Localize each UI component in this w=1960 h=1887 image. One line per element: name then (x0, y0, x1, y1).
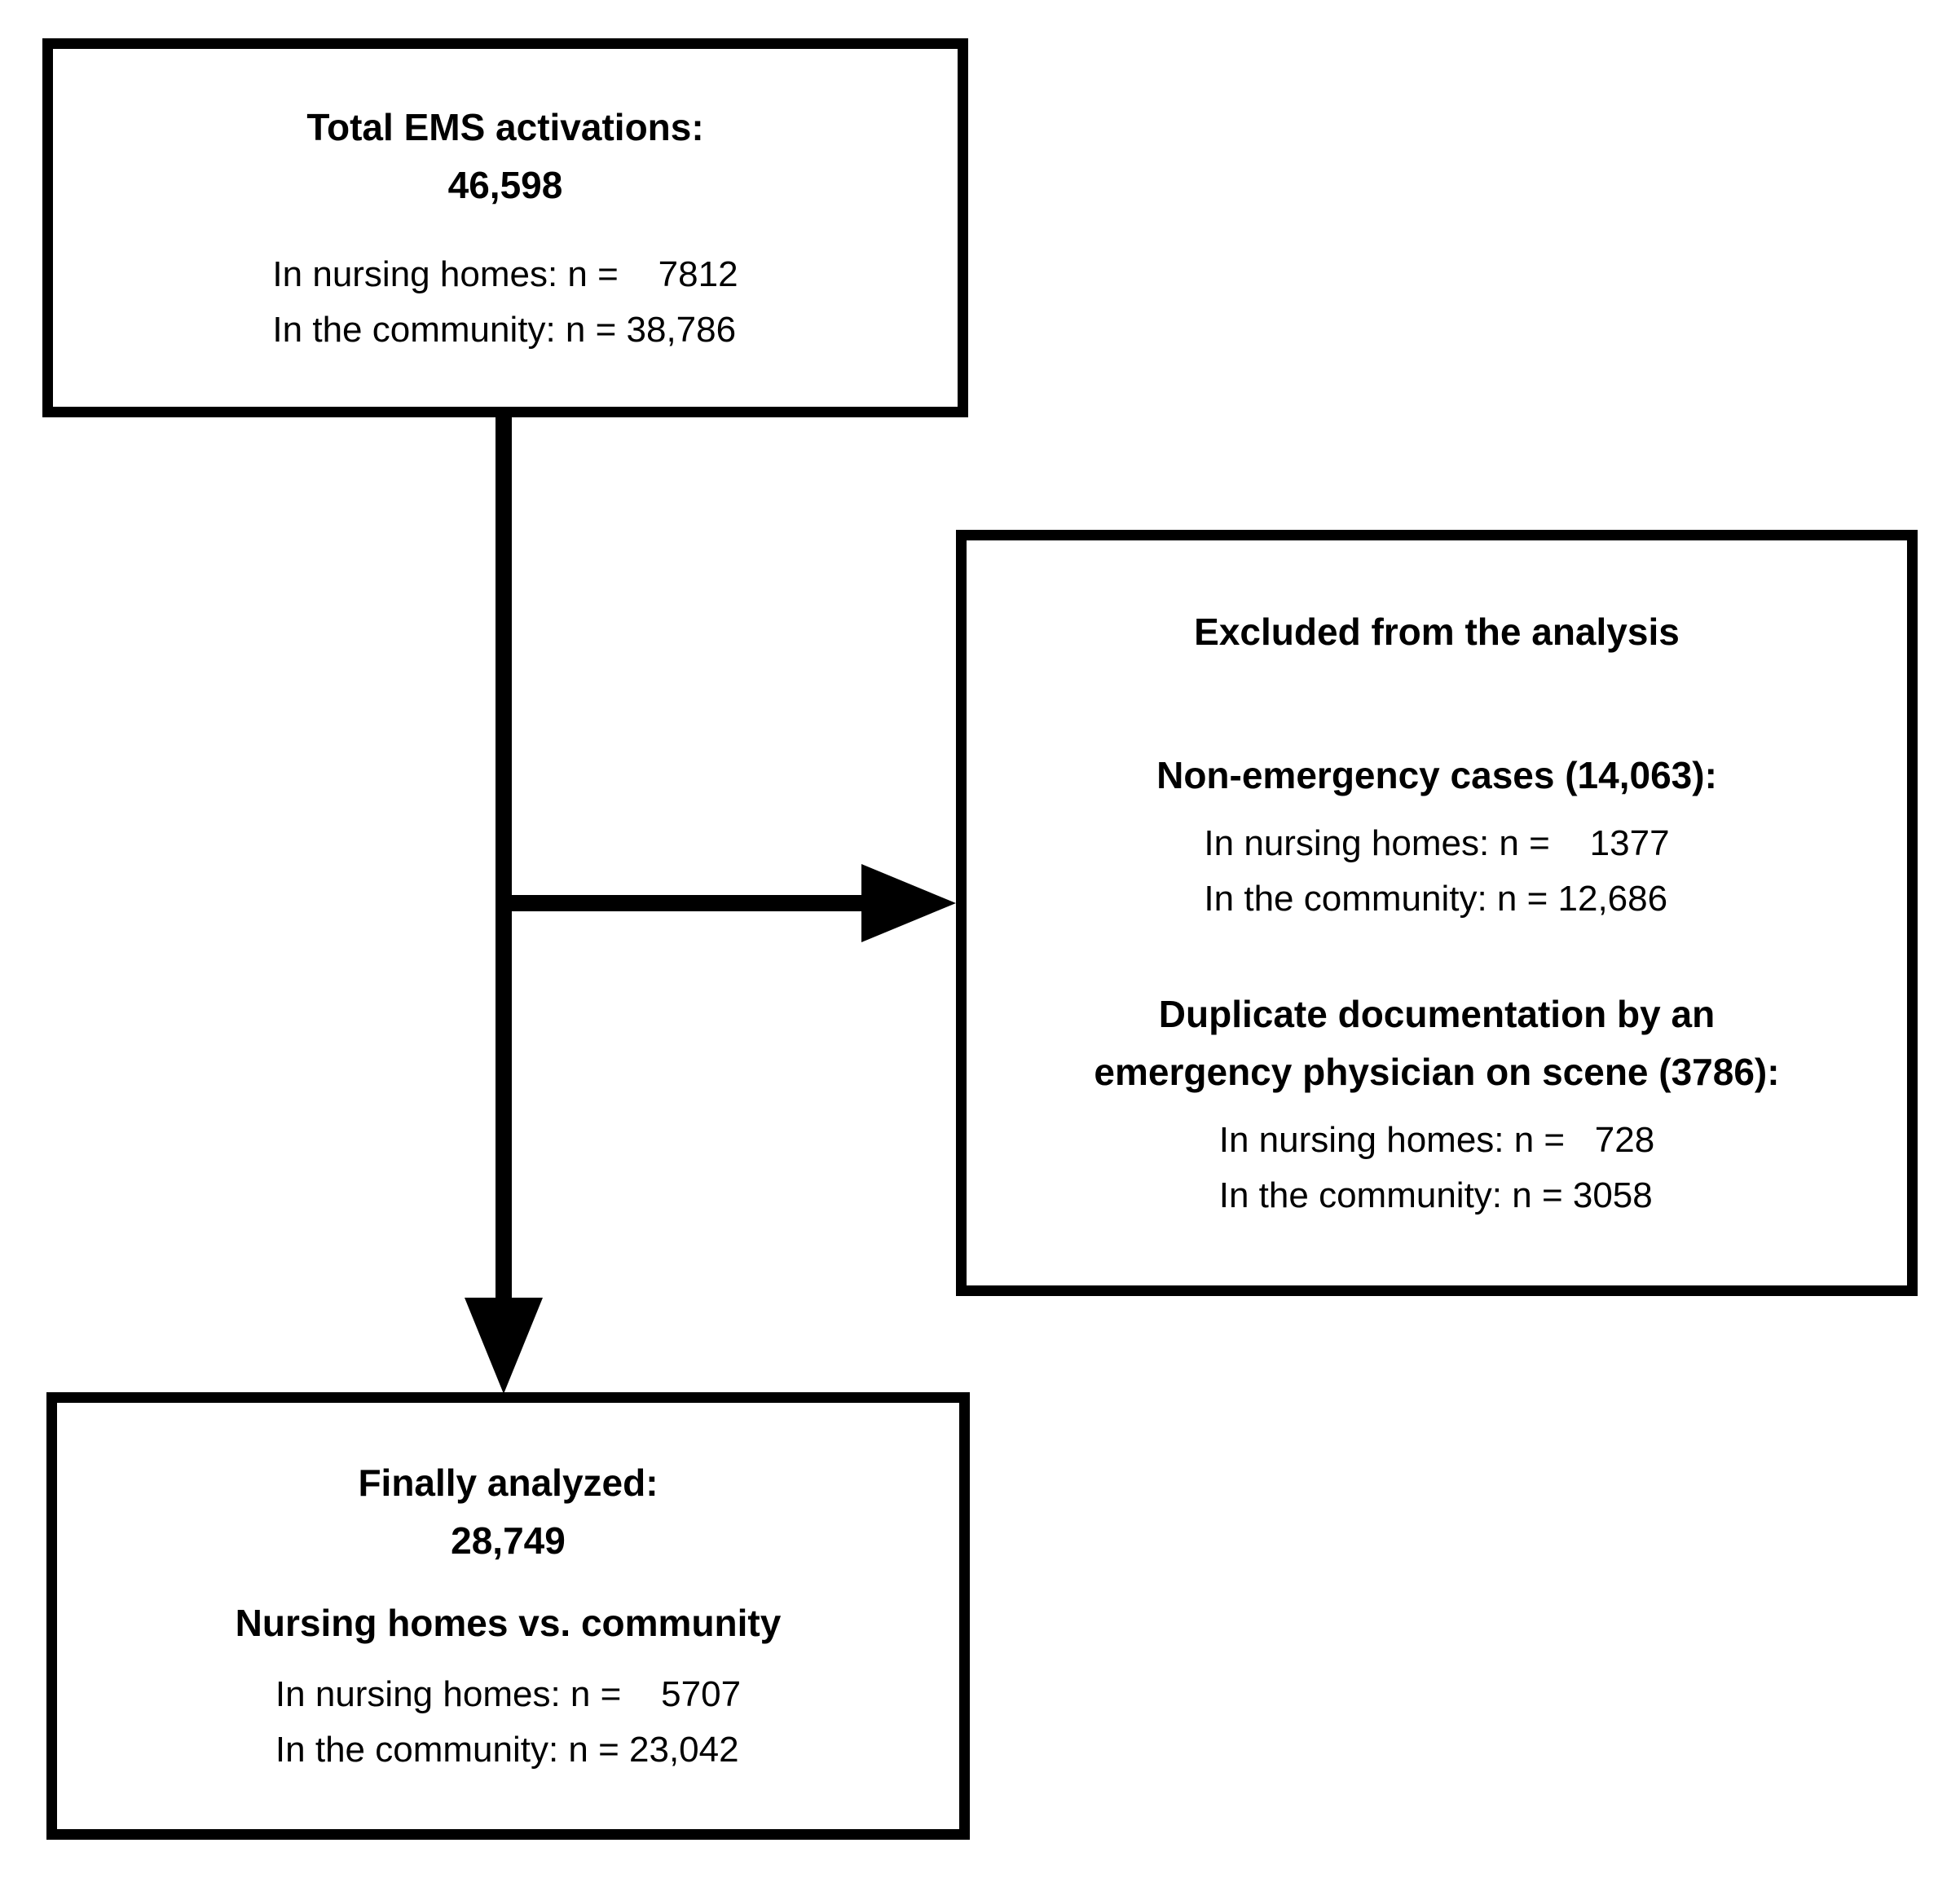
total-title: Total EMS activations: (306, 105, 704, 148)
arrowhead-right-icon (861, 864, 956, 942)
total-title-group: Total EMS activations: 46,598 (306, 99, 703, 214)
duplicate-community-line: In the community: n = 3058 (1218, 1175, 1653, 1215)
final-breakdown: In nursing homes: n = 5707 In the commun… (275, 1667, 741, 1778)
final-title-group: Finally analyzed: 28,749 (358, 1454, 658, 1570)
excluded-section-non-emergency: Non-emergency cases (14,063): In nursing… (1156, 747, 1717, 927)
arrowhead-down-icon (465, 1298, 543, 1394)
final-count: 28,749 (451, 1519, 566, 1562)
box-excluded-from-analysis: Excluded from the analysis Non-emergency… (956, 530, 1918, 1296)
duplicate-heading-line1: Duplicate documentation by an (1158, 992, 1716, 1035)
duplicate-heading-line2: emergency physician on scene (3786): (1094, 1050, 1780, 1093)
box-finally-analyzed: Finally analyzed: 28,749 Nursing homes v… (46, 1392, 970, 1840)
total-count: 46,598 (447, 163, 563, 206)
excluded-title: Excluded from the analysis (1194, 610, 1680, 653)
excluded-section-duplicate: Duplicate documentation by an emergency … (1094, 985, 1779, 1223)
duplicate-breakdown: In nursing homes: n = 728 In the communi… (1219, 1113, 1654, 1223)
final-subtitle: Nursing homes vs. community (235, 1602, 782, 1644)
final-title: Finally analyzed: (358, 1462, 658, 1504)
non-emergency-community-line: In the community: n = 12,686 (1204, 878, 1668, 919)
final-community-line: In the community: n = 23,042 (275, 1730, 739, 1770)
box-total-ems-activations: Total EMS activations: 46,598 In nursing… (42, 38, 968, 417)
non-emergency-breakdown: In nursing homes: n = 1377 In the commun… (1204, 816, 1669, 927)
non-emergency-nursing-homes-line: In nursing homes: n = 1377 (1204, 822, 1670, 863)
total-nursing-homes-line: In nursing homes: n = 7812 (272, 254, 738, 294)
duplicate-nursing-homes-line: In nursing homes: n = 728 (1218, 1119, 1655, 1160)
connector-horizontal-line (504, 895, 863, 911)
total-breakdown: In nursing homes: n = 7812 In the commun… (272, 247, 738, 358)
final-nursing-homes-line: In nursing homes: n = 5707 (275, 1674, 742, 1714)
connector-vertical-line (496, 417, 512, 1299)
non-emergency-heading: Non-emergency cases (14,063): (1156, 753, 1717, 796)
total-community-line: In the community: n = 38,786 (272, 309, 737, 350)
